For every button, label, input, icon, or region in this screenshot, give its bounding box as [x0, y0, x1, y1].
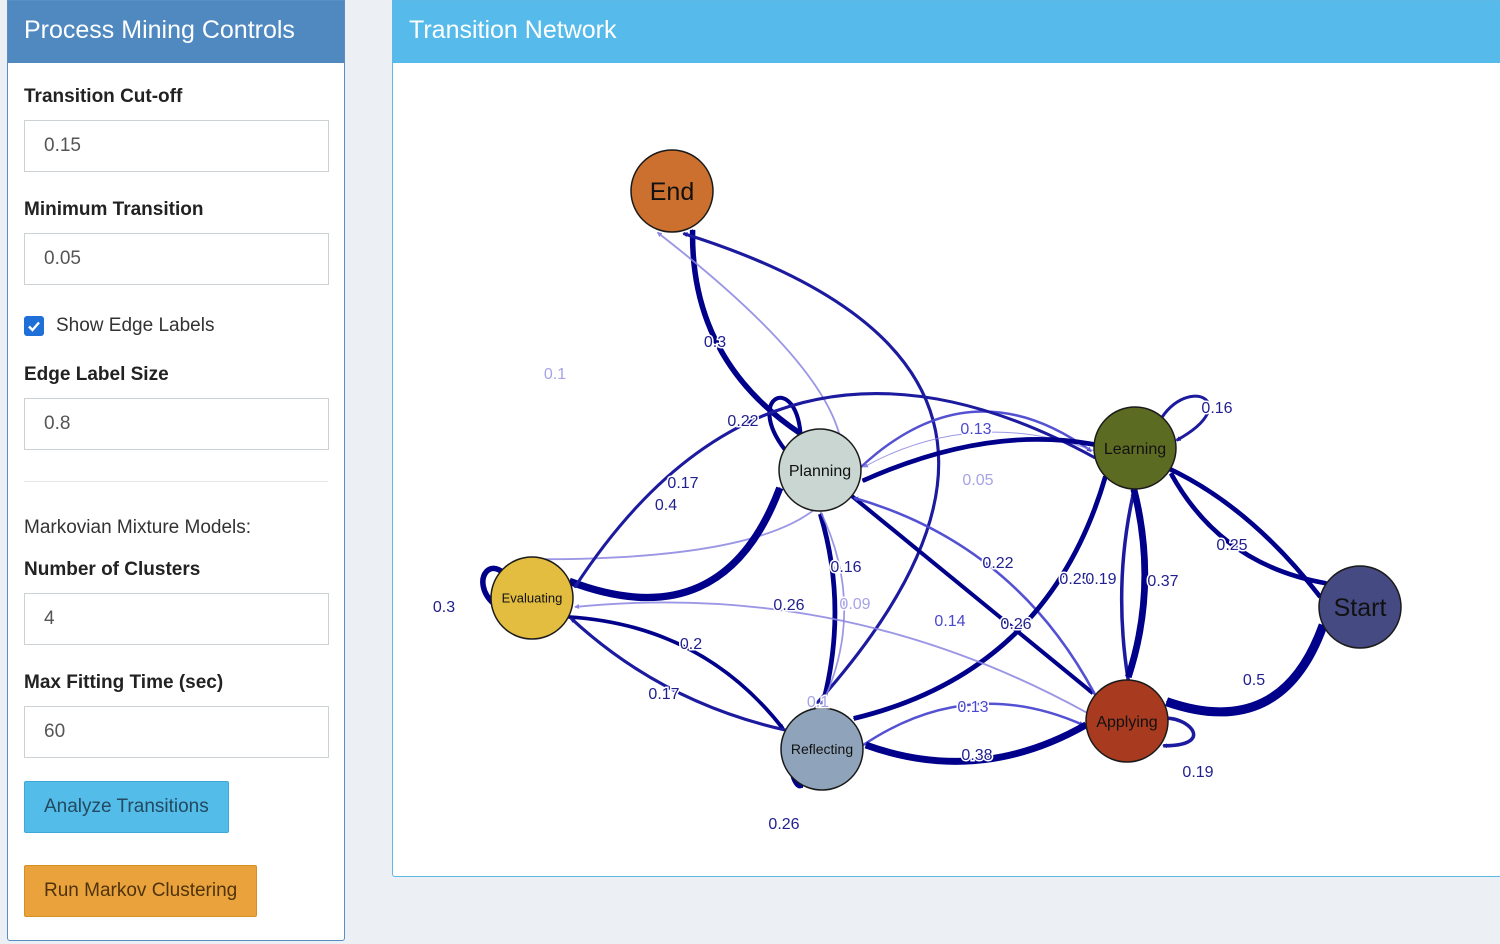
- edge-planning-to-planning: [767, 395, 804, 452]
- clusters-input[interactable]: 4: [24, 593, 329, 645]
- edge-planning-to-learning: [860, 410, 1092, 469]
- node-evaluating: [490, 556, 574, 640]
- node-label-planning: Planning: [789, 463, 851, 480]
- mixture-heading: Markovian Mixture Models:: [24, 517, 252, 538]
- edge-label: 0.09: [839, 596, 870, 613]
- edge-label-size-input[interactable]: 0.8: [24, 398, 329, 450]
- run-markov-clustering-button[interactable]: Run Markov Clustering: [24, 865, 258, 917]
- min-transition-label: Minimum Transition: [24, 199, 204, 220]
- edge-label: 0.22: [982, 555, 1013, 572]
- edge-label: 0.16: [830, 559, 861, 576]
- edge-reflecting-to-planning: [818, 513, 838, 709]
- check-icon: [28, 321, 40, 332]
- edge-label: 0.19: [1182, 764, 1213, 781]
- edge-applying-to-reflecting: [864, 721, 1088, 765]
- edge-learning-to-learning: [1155, 394, 1211, 442]
- edge-label: 0.3: [704, 334, 726, 351]
- max-time-label: Max Fitting Time (sec): [24, 672, 224, 693]
- edge-learning-to-applying: [1125, 488, 1149, 679]
- edge-label: 0.13: [957, 699, 988, 716]
- divider: [24, 481, 328, 482]
- analyze-transitions-button[interactable]: Analyze Transitions: [24, 781, 229, 833]
- node-learning: [1093, 406, 1177, 490]
- node-label-evaluating: Evaluating: [502, 591, 563, 606]
- edge-label: 0.17: [648, 686, 679, 703]
- edge-label: 0.26: [768, 816, 799, 833]
- node-label-applying: Applying: [1096, 714, 1157, 731]
- max-time-input[interactable]: 60: [24, 706, 329, 758]
- clusters-label: Number of Clusters: [24, 559, 201, 580]
- node-applying: [1085, 679, 1169, 763]
- edge-start-to-applying: [1165, 623, 1328, 717]
- edge-learning-to-reflecting: [852, 475, 1108, 721]
- edge-label: 0.38: [961, 747, 992, 764]
- edge-label: 0.1: [807, 694, 829, 711]
- edge-label: 0.17: [667, 475, 698, 492]
- edge-applying-to-learning: [1119, 491, 1136, 681]
- edge-label: 0.13: [960, 421, 991, 438]
- cutoff-label: Transition Cut-off: [24, 86, 183, 107]
- edge-applying-to-planning: [853, 496, 1097, 696]
- edge-reflecting-to-applying: [862, 702, 1085, 747]
- edge-label: 0.19: [1085, 571, 1116, 588]
- edge-start-to-learning: [1168, 472, 1327, 586]
- node-label-learning: Learning: [1104, 441, 1166, 458]
- edge-label: 0.22: [727, 413, 758, 430]
- edge-label: 0.4: [655, 497, 677, 514]
- controls-panel: Process Mining Controls Transition Cut-o…: [7, 0, 345, 941]
- network-title: Transition Network: [393, 1, 1500, 63]
- edge-label: 0.37: [1147, 573, 1178, 590]
- edge-planning-to-reflecting: [819, 510, 846, 706]
- edge-label: 0.2: [680, 636, 702, 653]
- controls-title: Process Mining Controls: [8, 1, 344, 63]
- edge-label: 0.16: [1201, 400, 1232, 417]
- edge-evaluating-to-planning: [568, 486, 784, 602]
- node-start: [1318, 565, 1402, 649]
- edge-planning-to-applying: [850, 494, 1095, 695]
- edge-label: 0.25: [1059, 571, 1090, 588]
- edge-label: 0.5: [1243, 672, 1265, 689]
- edge-label: 0.1: [544, 366, 566, 383]
- node-reflecting: [780, 707, 864, 791]
- edge-planning-to-end: [689, 228, 803, 437]
- show-edge-labels-row[interactable]: Show Edge Labels: [24, 315, 328, 337]
- edge-label-size-label: Edge Label Size: [24, 364, 169, 385]
- edge-reflecting-to-evaluating: [569, 617, 786, 732]
- show-edge-labels-label: Show Edge Labels: [56, 315, 215, 336]
- edge-label: 0.25: [1216, 537, 1247, 554]
- edge-label: 0.26: [773, 597, 804, 614]
- edge-evaluating-to-reflecting: [568, 615, 785, 730]
- min-transition-input[interactable]: 0.05: [24, 233, 329, 285]
- show-edge-labels-checkbox[interactable]: [24, 316, 44, 336]
- node-label-reflecting: Reflecting: [791, 741, 853, 757]
- node-planning: [778, 428, 862, 512]
- node-end: [630, 149, 714, 233]
- edge-label: 0.05: [962, 472, 993, 489]
- node-label-start: Start: [1334, 594, 1387, 622]
- edge-label: 0.14: [934, 613, 965, 630]
- edge-applying-to-evaluating: [574, 601, 1088, 714]
- edge-learning-to-evaluating: [573, 392, 1096, 589]
- node-label-end: End: [650, 178, 694, 206]
- edge-label: 0.26: [1000, 616, 1031, 633]
- cutoff-input[interactable]: 0.15: [24, 120, 329, 172]
- edge-label: 0.3: [433, 599, 455, 616]
